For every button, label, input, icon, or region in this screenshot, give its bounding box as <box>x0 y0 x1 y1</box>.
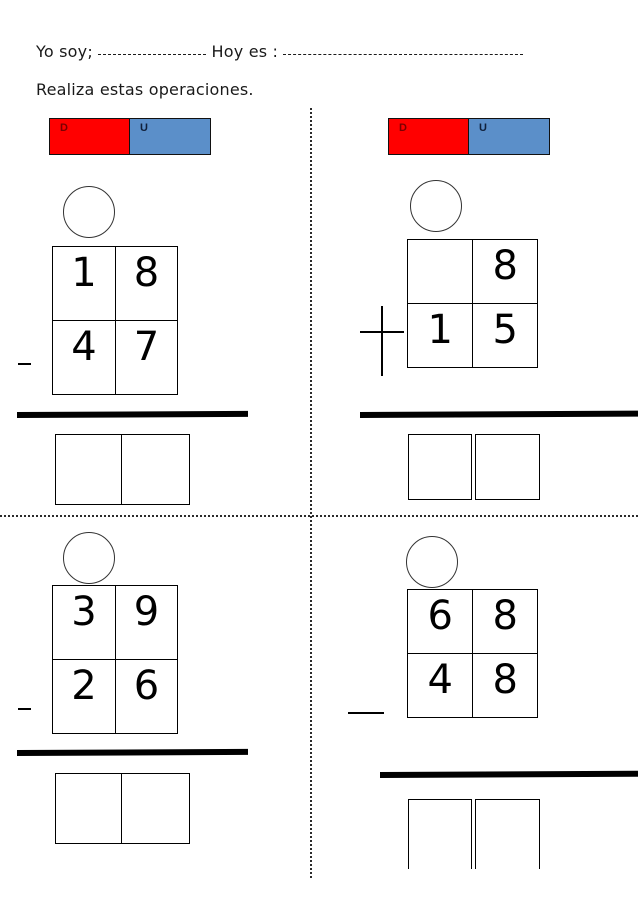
answer-box-units[interactable] <box>120 434 190 505</box>
date-blank[interactable] <box>283 54 524 55</box>
place-value-header-right: D U <box>388 118 550 155</box>
digit-cell-top-tens[interactable] <box>407 239 473 304</box>
place-value-header-left: D U <box>49 118 211 155</box>
place-value-units-label: U <box>469 119 549 154</box>
vertical-divider <box>310 108 312 878</box>
date-prefix-label: Hoy es : <box>211 42 279 61</box>
operator-minus-icon <box>18 683 31 735</box>
carry-circle[interactable] <box>63 186 115 238</box>
digit-cell-top-tens[interactable]: 3 <box>52 585 116 660</box>
digit-cell-bottom-tens[interactable]: 4 <box>407 653 473 718</box>
identity-prefix-label: Yo soy; <box>36 42 93 61</box>
answer-box-tens[interactable] <box>55 773 122 844</box>
student-name-blank[interactable] <box>98 54 207 55</box>
answer-boxes <box>408 799 540 869</box>
place-value-units-label: U <box>130 119 210 154</box>
digit-cell-top-units[interactable]: 8 <box>472 589 538 654</box>
digit-cell-bottom-tens[interactable]: 1 <box>407 303 473 368</box>
student-identity-line: Yo soy; Hoy es : <box>36 42 524 61</box>
operand-grid: 8 1 5 <box>407 239 538 368</box>
answer-rule <box>359 410 638 418</box>
digit-cell-bottom-tens[interactable]: 2 <box>52 659 116 734</box>
problem-bottom-left: 3 9 2 6 <box>0 520 310 903</box>
answer-box-units[interactable] <box>475 434 540 500</box>
place-value-tens-label: D <box>50 119 130 154</box>
digit-cell-bottom-tens[interactable]: 4 <box>52 320 116 395</box>
instruction-text: Realiza estas operaciones. <box>36 80 254 99</box>
carry-circle[interactable] <box>410 180 462 232</box>
problem-top-right: 8 1 5 <box>310 175 638 515</box>
answer-box-tens[interactable] <box>408 434 472 500</box>
carry-circle[interactable] <box>63 532 115 584</box>
answer-boxes <box>408 434 540 500</box>
digit-cell-top-units[interactable]: 8 <box>472 239 538 304</box>
problem-top-left: 1 8 4 7 <box>0 175 310 515</box>
digit-cell-bottom-units[interactable]: 8 <box>472 653 538 718</box>
operand-grid: 3 9 2 6 <box>52 585 178 734</box>
digit-cell-top-tens[interactable]: 6 <box>407 589 473 654</box>
answer-box-tens[interactable] <box>408 799 472 869</box>
answer-rule <box>16 748 249 756</box>
answer-box-tens[interactable] <box>55 434 122 505</box>
horizontal-divider <box>0 515 638 517</box>
operator-minus-icon <box>348 687 384 739</box>
answer-boxes <box>55 773 190 844</box>
digit-cell-top-tens[interactable]: 1 <box>52 246 116 321</box>
digit-cell-bottom-units[interactable]: 7 <box>114 320 178 395</box>
place-value-tens-label: D <box>389 119 469 154</box>
operator-plus-icon <box>360 306 404 376</box>
answer-rule <box>16 410 249 418</box>
operand-grid: 1 8 4 7 <box>52 246 178 395</box>
operand-grid: 6 8 4 8 <box>407 589 538 718</box>
answer-boxes <box>55 434 190 505</box>
carry-circle[interactable] <box>406 536 458 588</box>
problem-bottom-right: 6 8 4 8 <box>310 520 638 903</box>
digit-cell-bottom-units[interactable]: 6 <box>114 659 178 734</box>
digit-cell-top-units[interactable]: 9 <box>114 585 178 660</box>
answer-box-units[interactable] <box>120 773 190 844</box>
answer-rule <box>379 770 638 778</box>
answer-box-units[interactable] <box>475 799 540 869</box>
operator-minus-icon <box>18 338 31 390</box>
digit-cell-bottom-units[interactable]: 5 <box>472 303 538 368</box>
digit-cell-top-units[interactable]: 8 <box>114 246 178 321</box>
